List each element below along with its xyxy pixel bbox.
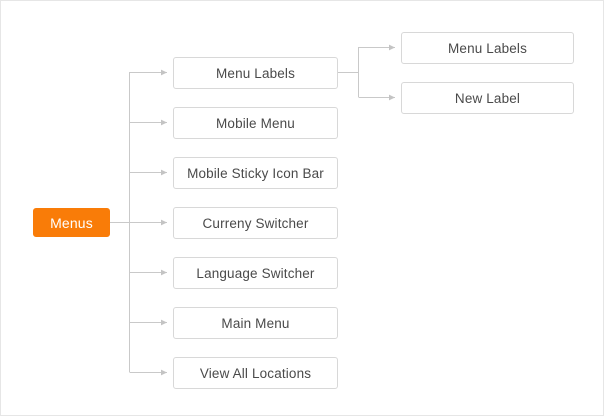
node-mobile-sticky-icon-bar-label: Mobile Sticky Icon Bar xyxy=(187,165,324,181)
node-mobile-menu-label: Mobile Menu xyxy=(216,115,295,131)
node-language-switcher-label: Language Switcher xyxy=(196,265,315,281)
node-main-menu[interactable]: Main Menu xyxy=(173,307,338,339)
node-view-all-locations[interactable]: View All Locations xyxy=(173,357,338,389)
node-sub-new-label[interactable]: New Label xyxy=(401,82,574,114)
node-menu-labels-label: Menu Labels xyxy=(216,65,295,81)
node-sub-menu-labels[interactable]: Menu Labels xyxy=(401,32,574,64)
node-curreny-switcher-label: Curreny Switcher xyxy=(202,215,309,231)
node-mobile-menu[interactable]: Mobile Menu xyxy=(173,107,338,139)
node-curreny-switcher[interactable]: Curreny Switcher xyxy=(173,207,338,239)
node-view-all-locations-label: View All Locations xyxy=(199,365,312,381)
node-root-menus[interactable]: Menus xyxy=(33,208,110,237)
node-mobile-sticky-icon-bar[interactable]: Mobile Sticky Icon Bar xyxy=(173,157,338,189)
node-language-switcher[interactable]: Language Switcher xyxy=(173,257,338,289)
node-sub-new-label-label: New Label xyxy=(454,90,521,106)
node-main-menu-label: Main Menu xyxy=(221,315,290,331)
node-sub-menu-labels-label: Menu Labels xyxy=(448,40,527,56)
node-menu-labels[interactable]: Menu Labels xyxy=(173,57,338,89)
node-root-menus-label: Menus xyxy=(50,214,93,231)
